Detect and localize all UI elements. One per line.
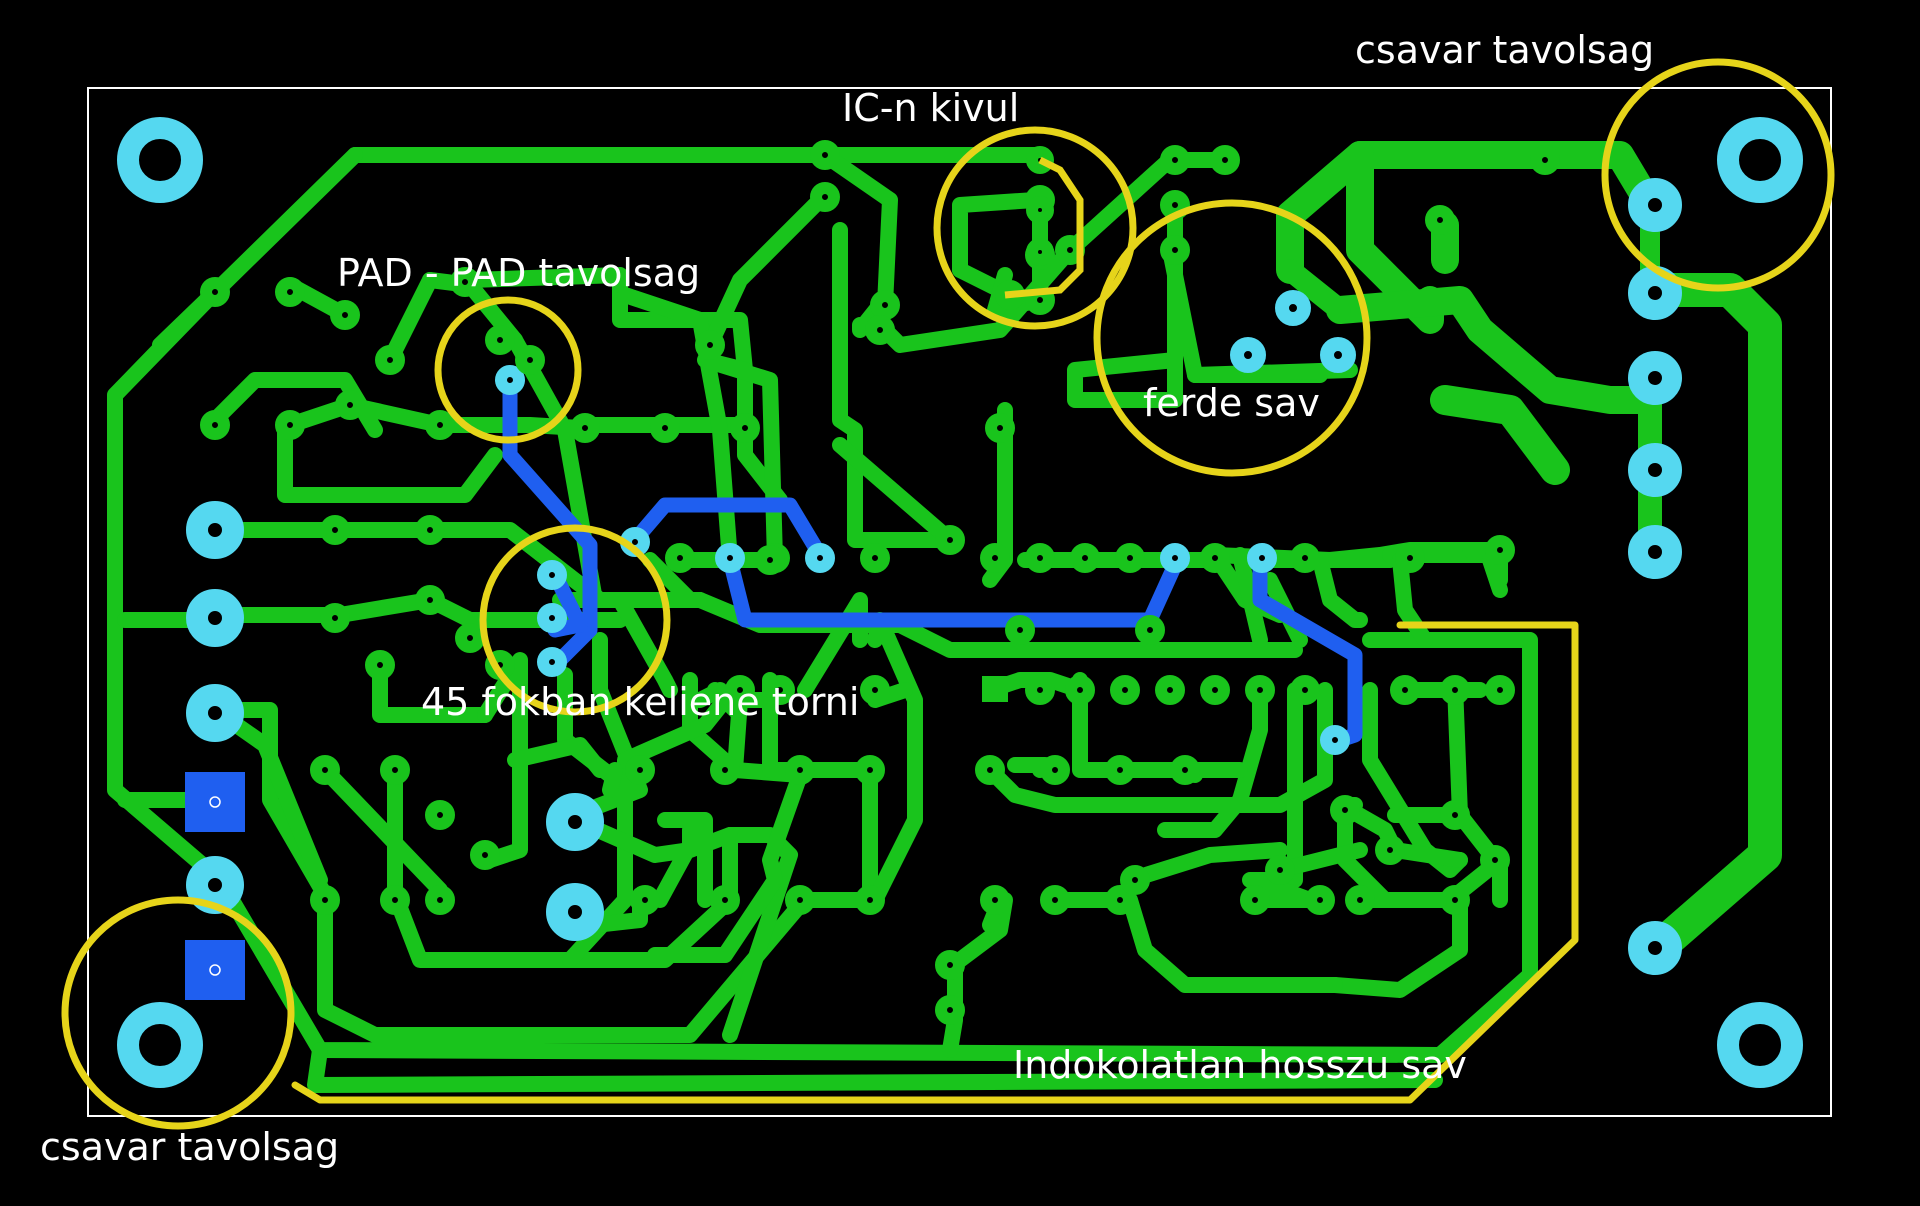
regulator-yellow-trace [1004,156,1084,299]
mounting-hole-top-right [1717,117,1803,203]
square-pad-2 [185,940,245,1000]
annotation-circles [61,58,1835,1130]
label-ic-kivul: IC-n kivul [842,86,1019,130]
square-pad-1 [185,772,245,832]
long-track-highlight [291,621,1579,1104]
bottom-copper-traces [502,372,1363,748]
label-indokolatlan: Indokolatlan hosszu sav [1013,1043,1467,1087]
label-45-fokban: 45 fokban keliene torni [421,680,859,724]
screw-distance-circle-bottom [61,896,295,1130]
label-pad-pad: PAD - PAD tavolsag [337,251,700,295]
angle-45-circle [479,524,671,716]
mounting-hole-top-left [117,117,203,203]
slant-track-circle [1093,199,1371,477]
square-pad-3 [982,676,1008,702]
label-csavar-top: csavar tavolsag [1355,28,1654,72]
screw-distance-circle-top [1601,58,1835,292]
pad-pad-distance-circle [434,296,582,444]
label-ferde-sav: ferde sav [1143,381,1320,425]
regulator-pins [1026,146,1054,266]
pads [117,117,1803,1088]
board-outline [87,87,1832,1117]
mounting-hole-bottom-right [1717,1002,1803,1088]
green-pads [200,140,1560,1025]
ic-outside-circle [933,126,1137,330]
mounting-hole-bottom-left [117,1002,203,1088]
label-csavar-bottom: csavar tavolsag [40,1125,339,1169]
